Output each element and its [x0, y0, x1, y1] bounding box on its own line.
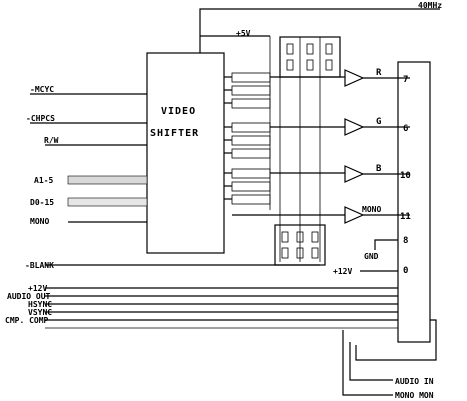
power-rail: +5V	[200, 29, 271, 78]
pin-10: 10	[400, 171, 411, 181]
return-lines: AUDIO IN MONO MON	[342, 319, 437, 400]
block-title-line2: SHIFTER	[150, 128, 199, 139]
mono-mon-label: MONO MON	[395, 391, 434, 400]
resistor-ladder-3	[224, 168, 271, 205]
resistor-ladder-1	[224, 72, 271, 109]
signal-12v: +12V	[28, 284, 47, 293]
signal-audio-out: AUDIO OUT	[7, 292, 51, 301]
video-shifter-block: VIDEO SHIFTER	[146, 52, 225, 254]
buffer-r: R	[344, 68, 410, 87]
pin-6: 6	[403, 124, 408, 134]
buffer-mono: MONO	[344, 205, 410, 224]
blank-label: -BLANK	[25, 261, 54, 270]
video-connector: 7 6 10 11 8 0	[397, 61, 431, 343]
bottom-signals: +12V AUDIO OUT HSYNC VSYNC CMP. COMP	[5, 284, 398, 329]
left-inputs: -MCYC -CHPCS R/W	[26, 85, 147, 146]
top-resistor-pack	[279, 36, 341, 78]
signal-hsync: HSYNC	[28, 300, 52, 309]
clock-label: 40MHz	[418, 1, 442, 10]
resistor-ladder-2	[224, 122, 271, 159]
bus-d: D0-15	[30, 198, 54, 207]
pin-7: 7	[403, 75, 408, 85]
buffer-b: B	[344, 164, 410, 183]
buffer-feeds	[232, 76, 345, 216]
vertical-rails	[269, 77, 321, 262]
pin-11: 11	[400, 212, 411, 222]
output-mono: MONO	[362, 205, 381, 214]
mono-input: MONO	[30, 217, 49, 226]
buffer-g: G	[344, 117, 410, 136]
ground: GND	[364, 239, 398, 261]
output-g: G	[376, 117, 381, 127]
output-b: B	[376, 164, 382, 174]
gnd-label: GND	[364, 252, 379, 261]
input-mcyc: -MCYC	[30, 85, 54, 94]
pin-8: 8	[403, 236, 408, 246]
pin-0: 0	[403, 266, 408, 276]
output-r: R	[376, 68, 382, 78]
signal-cmp-comp: CMP. COMP	[5, 316, 49, 325]
block-title-line1: VIDEO	[161, 106, 196, 117]
plus12-line: +12V	[333, 267, 398, 276]
input-chpcs: -CHPCS	[26, 114, 55, 123]
input-rw: R/W	[44, 136, 59, 145]
blank-line: -BLANK	[25, 261, 320, 270]
clock-line: 40MHz	[199, 1, 442, 53]
bus-inputs: A1-5 D0-15 MONO	[30, 175, 148, 226]
plus12-label: +12V	[333, 267, 352, 276]
bus-a: A1-5	[34, 176, 53, 185]
audio-in-label: AUDIO IN	[395, 377, 434, 386]
power-label: +5V	[236, 29, 251, 38]
signal-vsync: VSYNC	[28, 308, 52, 317]
